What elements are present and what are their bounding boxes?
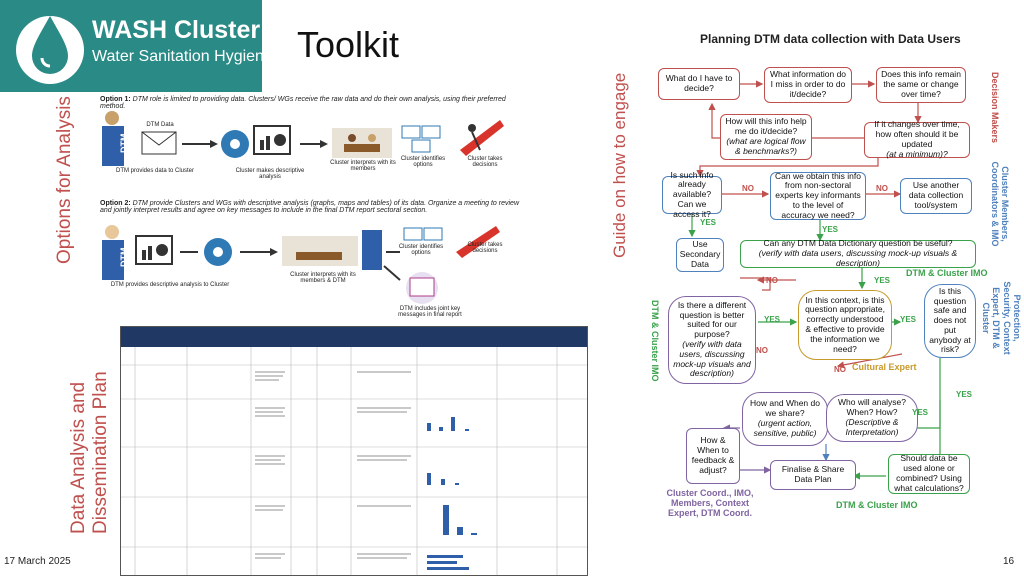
option2-cluster-takes: Cluster takes decisions <box>467 242 503 254</box>
option1-cluster-takes: Cluster takes decisions <box>467 156 503 168</box>
role-cluster-members: Cluster Members, Coordinators & IMO <box>989 161 1010 247</box>
edge-yes-5: YES <box>900 315 917 324</box>
edge-yes-3: YES <box>874 276 891 285</box>
role-protection: Protection, Security, Context Expert, DT… <box>980 281 1022 355</box>
box-appropriate: In this context, is this question approp… <box>798 290 892 360</box>
wash-cluster-logo: WASH Cluster Water Sanitation Hygiene <box>0 0 273 92</box>
option2-description: DTM provide Clusters and WGs with descri… <box>100 200 520 214</box>
box-alone-combined: Should data be used alone or combined? U… <box>888 454 970 494</box>
box-who-analyse: Who will analyse? When? How? (Descriptiv… <box>826 394 918 442</box>
edge-yes-2: YES <box>822 225 839 234</box>
box-same-change: Does this info remain the same or change… <box>876 67 966 103</box>
role-dtm-imo-left: DTM & Cluster IMO <box>650 300 660 382</box>
different-q-subtext: (verify with data users, discussing mock… <box>673 339 751 379</box>
guide-label: Guide on how to engage <box>610 72 629 258</box>
edge-yes-1: YES <box>700 218 717 227</box>
box-feedback: How & When to feedback & adjust? <box>686 428 740 484</box>
page-number: 16 <box>1003 556 1015 567</box>
table-body <box>121 347 587 575</box>
dissemination-plan-table <box>120 326 588 576</box>
dtm-data-caption: DTM Data <box>146 122 174 128</box>
option1-cluster-makes: Cluster makes descriptive analysis <box>235 168 305 180</box>
table-header <box>121 327 587 347</box>
edge-no-1: NO <box>742 184 754 193</box>
how-help-subtext: (what are logical flow & benchmarks?) <box>726 136 806 156</box>
box-how-share: How and When do we share? (urgent action… <box>742 392 828 446</box>
box-what-decide: What do I have to decide? <box>658 68 740 100</box>
water-drop-icon <box>16 16 84 84</box>
box-non-sectoral: Can we obtain this info from non-sectora… <box>770 171 866 220</box>
option1-illustration: DTM <box>102 111 504 166</box>
box-another-tool: Use another data collection tool/system <box>900 178 972 214</box>
box-different-question: Is there a different question is better … <box>668 296 756 384</box>
edge-no-3: NO <box>766 276 778 285</box>
page-title: Toolkit <box>297 24 400 65</box>
dissemination-line-1: Data Analysis and <box>68 381 89 534</box>
box-how-help: How will this info help me do it/decide?… <box>720 114 812 160</box>
svg-text:DTM: DTM <box>119 134 129 154</box>
option2-cluster-identifies: Cluster identifies options <box>398 244 444 256</box>
box-safe: Is this question safe and does not put a… <box>924 284 976 358</box>
option1-cluster-interprets: Cluster interprets with its members <box>330 160 396 172</box>
role-cultural-expert: Cultural Expert <box>852 362 917 372</box>
option1-description: DTM role is limited to providing data. C… <box>100 96 506 110</box>
how-share-text: How and When do we share? <box>750 398 820 419</box>
option2-text: Option 2: DTM provide Clusters and WGs w… <box>100 200 530 214</box>
edge-no-4: NO <box>756 346 768 355</box>
option1-cluster-identifies: Cluster identifies options <box>400 156 446 168</box>
if-changes-subtext: (at a minimum)? <box>886 148 948 159</box>
svg-text:DTM: DTM <box>119 248 129 268</box>
dissemination-plan-label: Data Analysis and Dissemination Plan <box>68 371 112 534</box>
how-share-subtext: (urgent action, sensitive, public) <box>753 418 817 438</box>
flowchart-title: Planning DTM data collection with Data U… <box>700 32 961 46</box>
if-changes-text: If it changes over time, how often shoul… <box>874 119 960 149</box>
logo-title: WASH Cluster <box>92 16 261 44</box>
option2-dtm-provides: DTM provides descriptive analysis to Clu… <box>110 282 230 288</box>
option2-diagram: DTM DTM provides descriptive analysis to… <box>100 222 520 320</box>
who-analyse-subtext: (Descriptive & Interpretation) <box>845 417 899 437</box>
role-dtm-imo-1: DTM & Cluster IMO <box>906 268 988 278</box>
option1-dtm-provides: DTM provides data to Cluster <box>115 168 195 174</box>
any-dtm-subtext: (verify with data users, discussing mock… <box>758 248 958 268</box>
box-if-changes: If it changes over time, how often shoul… <box>864 119 970 159</box>
who-analyse-text: Who will analyse? When? How? <box>837 397 907 418</box>
role-decision-makers: Decision Makers <box>990 72 1000 144</box>
box-is-available: Is such info already available? Can we a… <box>662 170 722 219</box>
edge-no-5: NO <box>834 365 846 374</box>
edge-yes-4: YES <box>764 315 781 324</box>
footer-date: 17 March 2025 <box>4 556 71 567</box>
box-what-info: What information do I miss in order to d… <box>764 67 852 103</box>
logo-subtitle: Water Sanitation Hygiene <box>92 48 273 65</box>
option1-label: Option 1: <box>100 96 131 103</box>
role-cluster-coord: Cluster Coord., IMO, Members, Context Ex… <box>666 488 754 518</box>
any-dtm-text: Can any DTM Data Dictionary question be … <box>763 238 953 249</box>
option2-dtm-includes: DTM includes joint key messages in final… <box>398 306 462 318</box>
option2-cluster-interprets: Cluster interprets with its members & DT… <box>290 272 356 284</box>
option1-text: Option 1: DTM role is limited to providi… <box>100 96 520 110</box>
options-analysis-label: Options for Analysis <box>54 96 75 264</box>
how-help-text: How will this info help me do it/decide? <box>725 116 807 137</box>
edge-no-2: NO <box>876 184 888 193</box>
edge-yes-6: YES <box>956 390 973 399</box>
box-finalise: Finalise & Share Data Plan <box>770 460 856 490</box>
dissemination-line-2: Dissemination Plan <box>89 371 111 534</box>
box-any-dtm: Can any DTM Data Dictionary question be … <box>740 238 976 268</box>
box-use-secondary: Use Secondary Data <box>676 238 724 272</box>
different-q-text: Is there a different question is better … <box>677 299 747 340</box>
edge-yes-7: YES <box>912 408 929 417</box>
role-dtm-imo-2: DTM & Cluster IMO <box>836 500 918 510</box>
option2-label: Option 2: <box>100 200 131 207</box>
option2-illustration: DTM <box>102 225 500 304</box>
option1-diagram: DTM DTM Data DTM provides data to Cluste… <box>100 110 520 190</box>
